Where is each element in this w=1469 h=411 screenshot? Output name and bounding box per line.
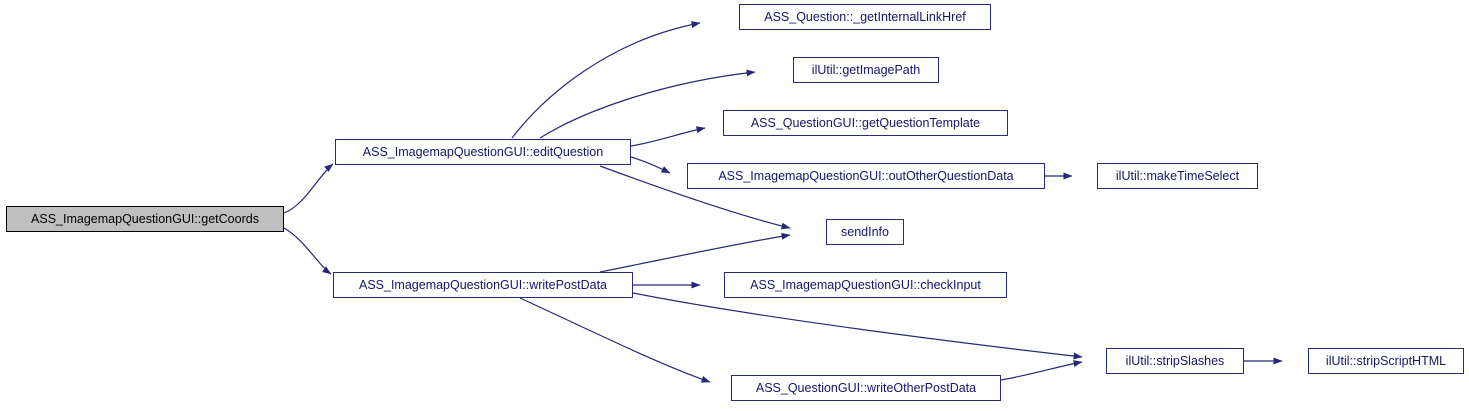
graph-node-n4[interactable]: ilUtil::getImagePath bbox=[793, 57, 939, 83]
graph-node-label: ilUtil::makeTimeSelect bbox=[1115, 168, 1240, 183]
graph-node-label: ASS_QuestionGUI::writeOtherPostData bbox=[755, 380, 977, 395]
graph-node-label: ASS_Question::_getInternalLinkHref bbox=[764, 9, 966, 24]
graph-node-n10[interactable]: ilUtil::stripSlashes bbox=[1106, 348, 1244, 374]
graph-node-label: ilUtil::getImagePath bbox=[811, 62, 921, 77]
graph-node-n7[interactable]: ilUtil::makeTimeSelect bbox=[1097, 163, 1258, 189]
graph-node-n2[interactable]: ASS_ImagemapQuestionGUI::writePostData bbox=[333, 272, 633, 298]
graph-node-n1[interactable]: ASS_ImagemapQuestionGUI::editQuestion bbox=[335, 139, 631, 165]
graph-node-label: sendInfo bbox=[841, 224, 889, 239]
graph-node-label: ilUtil::stripScriptHTML bbox=[1325, 353, 1447, 368]
edge-n2-to-n8 bbox=[599, 232, 791, 273]
graph-node-n8[interactable]: sendInfo bbox=[826, 219, 904, 245]
graph-node-n12[interactable]: ASS_QuestionGUI::writeOtherPostData bbox=[731, 375, 1001, 401]
graph-node-label: ASS_ImagemapQuestionGUI::outOtherQuestio… bbox=[718, 168, 1014, 183]
edge-paths bbox=[283, 21, 1283, 383]
graph-node-n5[interactable]: ASS_QuestionGUI::getQuestionTemplate bbox=[723, 110, 1008, 136]
graph-node-label: ASS_QuestionGUI::getQuestionTemplate bbox=[750, 115, 981, 130]
graph-node-label: ASS_ImagemapQuestionGUI::checkInput bbox=[750, 277, 981, 292]
edge-n0-to-n2 bbox=[283, 227, 332, 275]
graph-node-n9[interactable]: ASS_ImagemapQuestionGUI::checkInput bbox=[724, 272, 1007, 298]
graph-node-label: ASS_ImagemapQuestionGUI::editQuestion bbox=[362, 144, 604, 159]
graph-node-n0[interactable]: ASS_ImagemapQuestionGUI::getCoords bbox=[6, 206, 284, 232]
graph-node-n11[interactable]: ilUtil::stripScriptHTML bbox=[1308, 348, 1464, 374]
edge-n2-to-n12 bbox=[519, 297, 711, 383]
edge-n0-to-n1 bbox=[283, 163, 334, 214]
edge-n1-to-n3 bbox=[511, 21, 701, 139]
edge-n12-to-n10 bbox=[1000, 360, 1083, 381]
graph-node-n6[interactable]: ASS_ImagemapQuestionGUI::outOtherQuestio… bbox=[687, 163, 1045, 189]
graph-node-label: ASS_ImagemapQuestionGUI::writePostData bbox=[358, 277, 608, 292]
edge-n1-to-n5 bbox=[630, 126, 706, 147]
graph-node-n3[interactable]: ASS_Question::_getInternalLinkHref bbox=[739, 4, 991, 30]
graph-node-label: ilUtil::stripSlashes bbox=[1125, 353, 1225, 368]
edge-n2-to-n10 bbox=[632, 292, 1083, 360]
edge-n1-to-n6 bbox=[630, 156, 671, 174]
graph-node-label: ASS_ImagemapQuestionGUI::getCoords bbox=[31, 211, 259, 226]
